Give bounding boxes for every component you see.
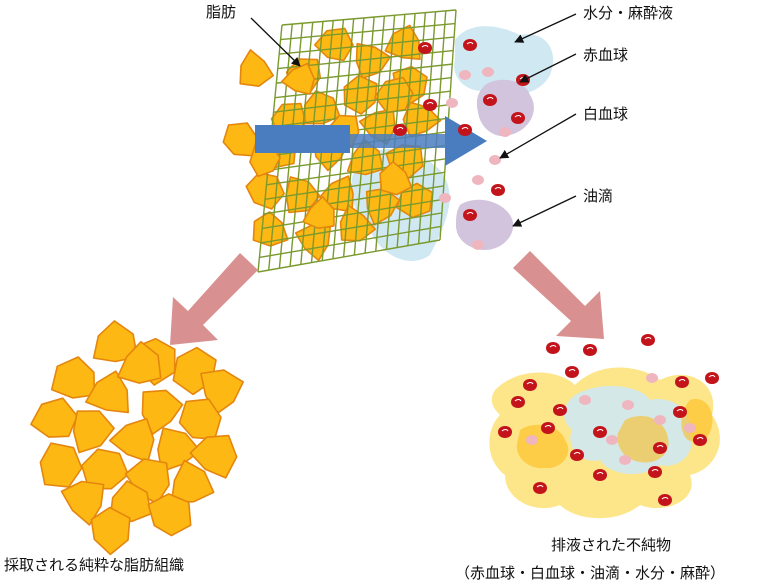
white-blood-cell [489, 155, 501, 165]
red-blood-cell [553, 404, 567, 416]
red-blood-cell [546, 342, 560, 354]
fat-globule [178, 398, 222, 441]
fat-globule [39, 442, 83, 488]
white-blood-cell [526, 435, 538, 445]
fat-globule [343, 74, 378, 115]
red-blood-cell [593, 469, 607, 481]
red-blood-cell [653, 442, 667, 454]
red-blood-cell [641, 334, 655, 346]
fat-globule [302, 196, 335, 229]
fat-globule [92, 320, 138, 363]
white-blood-cell [619, 455, 631, 465]
fat-globule [85, 370, 129, 414]
red-blood-cell [491, 184, 505, 196]
white-blood-cell [439, 193, 451, 203]
caption-waste-detail: （赤血球・白血球・油滴・水分・麻酔） [455, 564, 726, 582]
fat-globule [60, 480, 105, 526]
white-blood-cell [482, 67, 494, 77]
down-arrow-left [170, 253, 258, 345]
red-blood-cell [648, 466, 662, 478]
red-blood-cell [393, 124, 407, 136]
red-blood-cell [498, 426, 512, 438]
red-blood-cell [675, 376, 689, 388]
fat-globule [379, 161, 413, 196]
caption-harvested-tissue: 採取される純粋な脂肪組織 [4, 556, 185, 574]
white-blood-cell [499, 127, 511, 137]
red-blood-cell [583, 344, 597, 356]
fat-globule [116, 340, 162, 384]
red-blood-cell [705, 372, 719, 384]
label-oil-drop: 油滴 [583, 187, 614, 205]
fat-globule [222, 122, 259, 157]
white-blood-cell [606, 435, 618, 445]
red-blood-cell [463, 209, 477, 221]
red-blood-cell [570, 449, 584, 461]
red-blood-cell [693, 434, 707, 446]
waste-cells [498, 334, 719, 506]
red-blood-cell [523, 379, 537, 391]
red-blood-cell [673, 406, 687, 418]
red-blood-cell [463, 39, 477, 51]
fat-globule [147, 493, 192, 537]
fat-globule [239, 49, 275, 87]
fat-globule [30, 397, 78, 438]
red-blood-cell [483, 94, 497, 106]
white-blood-cell [646, 373, 658, 383]
fat-globule [90, 506, 131, 556]
red-blood-cell [541, 422, 555, 434]
waste-mixture [489, 367, 720, 519]
red-blood-cell [593, 426, 607, 438]
red-blood-cell [533, 482, 547, 494]
red-blood-cell [565, 366, 579, 378]
red-blood-cell [511, 112, 525, 124]
cells-near-filter [393, 39, 530, 250]
label-water-anesthetic: 水分・麻酔液 [583, 4, 674, 22]
red-blood-cell [511, 396, 525, 408]
fat-globule [108, 417, 155, 463]
white-blood-cell [472, 240, 484, 250]
leader-lines [250, 13, 577, 227]
white-blood-cell [579, 395, 591, 405]
fat-globule [280, 62, 316, 95]
red-blood-cell [458, 124, 472, 136]
fat-globule [313, 27, 354, 62]
caption-waste-title: 排液された不純物 [551, 536, 672, 554]
red-blood-cell [418, 42, 432, 54]
white-blood-cell [446, 98, 458, 108]
white-blood-cell [684, 423, 696, 433]
down-arrow-right [513, 251, 604, 339]
white-blood-cell [472, 175, 484, 185]
fat-globule [189, 434, 238, 479]
harvested-fat-cluster [30, 320, 244, 556]
label-fat: 脂肪 [206, 3, 237, 21]
label-white-blood-cell: 白血球 [583, 105, 629, 123]
white-blood-cell [654, 415, 666, 425]
white-blood-cell [459, 70, 471, 80]
red-blood-cell [423, 99, 437, 111]
white-blood-cell [622, 400, 634, 410]
label-red-blood-cell: 赤血球 [583, 46, 629, 64]
fat-globule [50, 356, 96, 399]
red-blood-cell [658, 494, 672, 506]
fat-globule [72, 410, 115, 454]
flow-arrow [255, 116, 487, 166]
